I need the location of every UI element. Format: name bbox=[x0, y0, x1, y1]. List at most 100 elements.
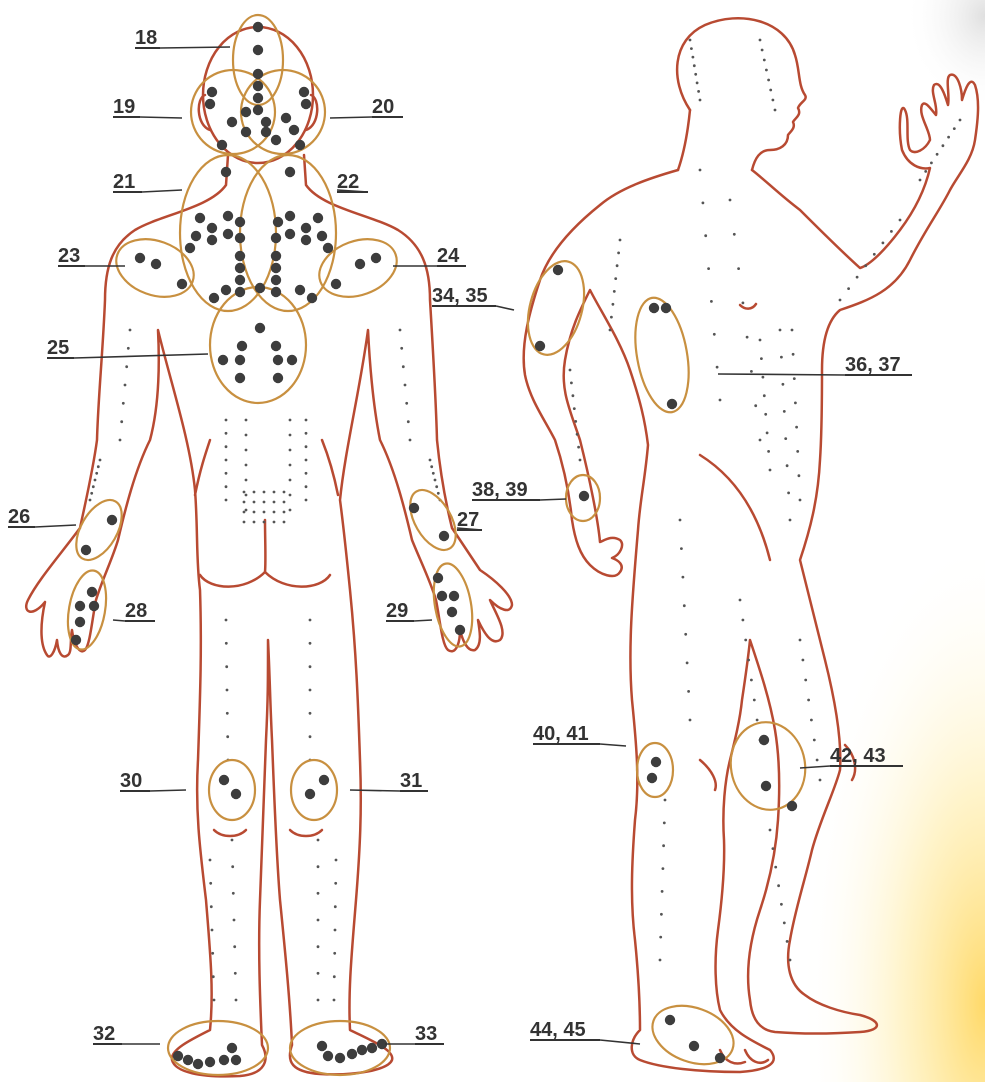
back-view-figure bbox=[26, 27, 512, 1076]
leader-line bbox=[142, 190, 182, 192]
minor-point bbox=[317, 865, 320, 868]
acupoint bbox=[651, 757, 661, 767]
acupoint bbox=[185, 243, 195, 253]
acupoint bbox=[307, 293, 317, 303]
minor-point bbox=[334, 882, 337, 885]
minor-point bbox=[930, 162, 933, 165]
zone-label: 29 bbox=[386, 600, 408, 622]
acupoint bbox=[253, 93, 263, 103]
acupoint bbox=[649, 303, 659, 313]
minor-point bbox=[263, 491, 266, 494]
acupoint bbox=[221, 167, 231, 177]
minor-point bbox=[791, 329, 794, 332]
acupoint bbox=[231, 789, 241, 799]
minor-point bbox=[772, 99, 775, 102]
zone-label: 23 bbox=[58, 245, 80, 267]
minor-point bbox=[253, 491, 256, 494]
minor-point bbox=[764, 413, 767, 416]
acupoint bbox=[235, 287, 245, 297]
minor-point bbox=[662, 844, 665, 847]
minor-point bbox=[333, 999, 336, 1002]
minor-point bbox=[211, 929, 214, 932]
acupoint bbox=[235, 263, 245, 273]
minor-point bbox=[663, 822, 666, 825]
acupoint bbox=[335, 1053, 345, 1063]
minor-point bbox=[802, 659, 805, 662]
zone-label: 24 bbox=[437, 245, 460, 267]
minor-point bbox=[754, 404, 757, 407]
minor-point bbox=[819, 779, 822, 782]
minor-point bbox=[762, 376, 765, 379]
minor-point bbox=[959, 119, 962, 122]
acupoint bbox=[71, 635, 81, 645]
acupoint bbox=[207, 235, 217, 245]
acupoint bbox=[235, 217, 245, 227]
minor-point bbox=[234, 972, 237, 975]
minor-point bbox=[614, 277, 617, 280]
minor-point bbox=[763, 394, 766, 397]
minor-point bbox=[779, 329, 782, 332]
minor-point bbox=[612, 303, 615, 306]
minor-point bbox=[753, 699, 756, 702]
minor-point bbox=[807, 699, 810, 702]
acupoint bbox=[455, 625, 465, 635]
minor-point bbox=[405, 402, 408, 405]
acupoint bbox=[183, 1055, 193, 1065]
minor-point bbox=[576, 433, 579, 436]
minor-point bbox=[899, 219, 902, 222]
acupoint bbox=[285, 229, 295, 239]
minor-point bbox=[760, 357, 763, 360]
acupoint bbox=[301, 223, 311, 233]
minor-point bbox=[570, 382, 573, 385]
acupoint bbox=[301, 99, 311, 109]
minor-point bbox=[682, 576, 685, 579]
minor-point bbox=[683, 604, 686, 607]
minor-point bbox=[798, 474, 801, 477]
acupoint bbox=[319, 775, 329, 785]
minor-point bbox=[756, 719, 759, 722]
acupoint bbox=[195, 213, 205, 223]
background-glow bbox=[780, 560, 985, 1082]
acupoint bbox=[235, 373, 245, 383]
zone-label: 31 bbox=[400, 770, 422, 792]
minor-point bbox=[813, 739, 816, 742]
minor-point bbox=[794, 402, 797, 405]
acupoint bbox=[253, 69, 263, 79]
minor-point bbox=[662, 867, 665, 870]
acupoint bbox=[191, 231, 201, 241]
minor-point bbox=[697, 90, 700, 93]
acupoint bbox=[87, 587, 97, 597]
minor-point bbox=[763, 59, 766, 62]
minor-point bbox=[750, 370, 753, 373]
acupoint bbox=[227, 117, 237, 127]
minor-point bbox=[309, 689, 312, 692]
minor-point bbox=[659, 936, 662, 939]
minor-point bbox=[253, 511, 256, 514]
minor-point bbox=[710, 300, 713, 303]
acupoint bbox=[287, 355, 297, 365]
minor-point bbox=[769, 469, 772, 472]
acupoint bbox=[271, 251, 281, 261]
acupoint bbox=[301, 235, 311, 245]
minor-point bbox=[765, 69, 768, 72]
leader-line bbox=[718, 374, 845, 375]
minor-point bbox=[317, 919, 320, 922]
acupoint bbox=[285, 211, 295, 221]
acupoint bbox=[289, 125, 299, 135]
minor-point bbox=[747, 659, 750, 662]
minor-point bbox=[209, 859, 212, 862]
minor-point bbox=[573, 407, 576, 410]
minor-point bbox=[437, 492, 440, 495]
minor-point bbox=[235, 999, 238, 1002]
minor-point bbox=[289, 464, 292, 467]
acupoint bbox=[317, 1041, 327, 1051]
leader-line bbox=[350, 790, 400, 791]
acupoint bbox=[439, 531, 449, 541]
minor-point bbox=[789, 959, 792, 962]
acupoint bbox=[193, 1059, 203, 1069]
minor-point bbox=[225, 485, 228, 488]
minor-point bbox=[243, 521, 246, 524]
acupoint bbox=[255, 283, 265, 293]
minor-point bbox=[309, 619, 312, 622]
minor-point bbox=[129, 329, 132, 332]
